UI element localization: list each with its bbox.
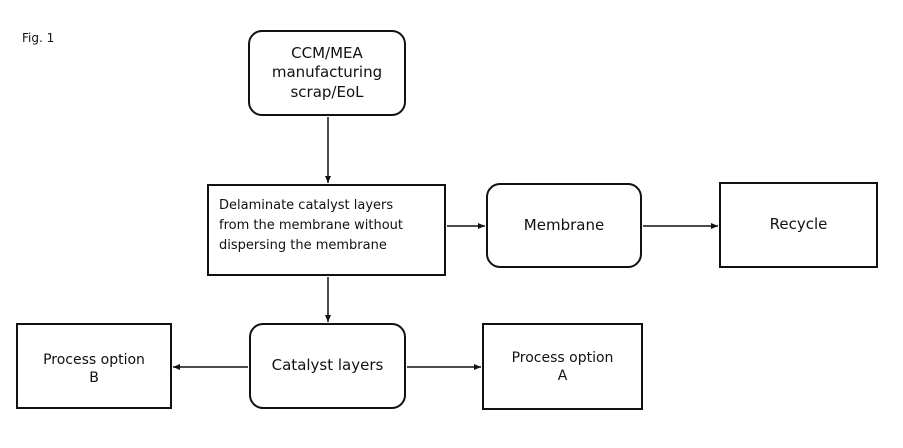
node-text-line: manufacturing [272,63,382,83]
node-source-scrap: CCM/MEA manufacturing scrap/EoL [248,30,406,116]
node-text-line: Recycle [770,215,828,235]
node-process-option-b: Process option B [16,323,172,409]
node-text-line: from the membrane without [219,216,403,236]
node-recycle: Recycle [719,182,878,268]
node-delaminate: Delaminate catalyst layers from the memb… [207,184,446,276]
node-text-line: CCM/MEA [272,44,382,64]
node-catalyst-layers: Catalyst layers [249,323,406,409]
node-text-line: Process option [43,351,145,369]
node-text-line: dispersing the membrane [219,236,403,256]
node-process-option-a: Process option A [482,323,643,410]
node-text-line: scrap/EoL [272,83,382,103]
node-text-line: Catalyst layers [272,356,384,376]
node-membrane: Membrane [486,183,642,268]
node-text-line: Delaminate catalyst layers [219,196,403,216]
node-text-line: Process option [512,349,614,367]
node-text-line: A [512,367,614,385]
node-text-line: B [43,369,145,387]
node-text-line: Membrane [524,216,604,236]
